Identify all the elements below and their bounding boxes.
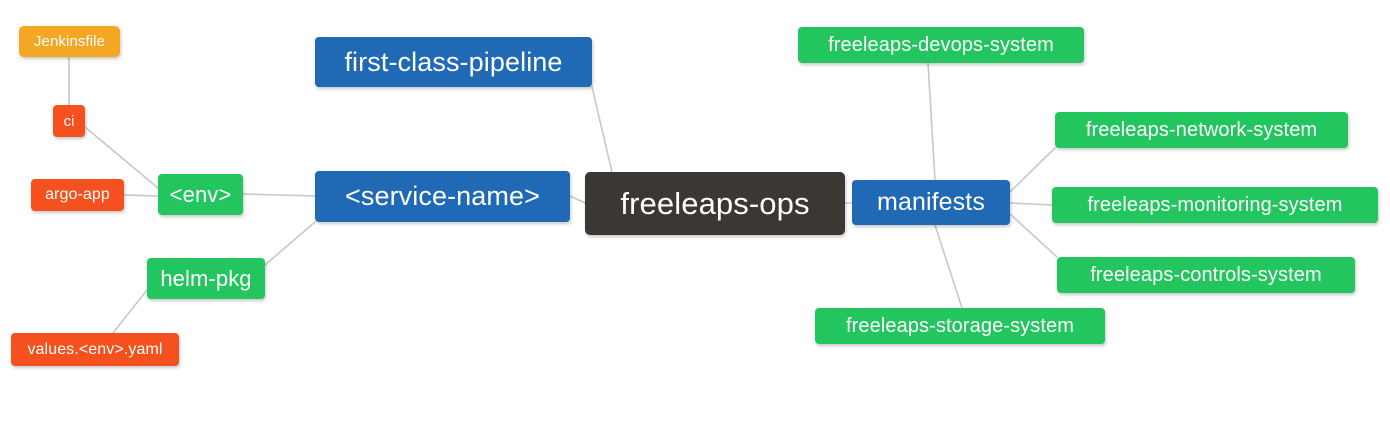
node-label-service-name: <service-name> bbox=[345, 181, 540, 211]
node-argo-app[interactable]: argo-app bbox=[31, 179, 124, 211]
node-label-helm-pkg: helm-pkg bbox=[160, 265, 252, 291]
node-env[interactable]: <env> bbox=[158, 174, 243, 215]
node-label-jenkinsfile: Jenkinsfile bbox=[33, 33, 106, 50]
node-label-freeleaps-ops: freeleaps-ops bbox=[620, 186, 810, 221]
node-freeleaps-network-system[interactable]: freeleaps-network-system bbox=[1055, 112, 1348, 148]
edge-env-to-argo-app bbox=[123, 194, 159, 197]
node-freeleaps-storage-system[interactable]: freeleaps-storage-system bbox=[815, 308, 1105, 344]
edge-service-name-to-helm-pkg bbox=[264, 221, 316, 266]
node-label-argo-app: argo-app bbox=[45, 186, 110, 203]
edge-service-name-to-env bbox=[242, 193, 316, 197]
node-manifests[interactable]: manifests bbox=[852, 180, 1010, 225]
node-label-first-class-pipeline: first-class-pipeline bbox=[344, 46, 563, 77]
node-label-freeleaps-monitoring-system: freeleaps-monitoring-system bbox=[1087, 194, 1343, 216]
node-values-env-yaml[interactable]: values.<env>.yaml bbox=[11, 333, 179, 366]
node-helm-pkg[interactable]: helm-pkg bbox=[147, 258, 265, 299]
edge-manifests-to-freeleaps-controls-system bbox=[1009, 213, 1058, 258]
node-label-freeleaps-devops-system: freeleaps-devops-system bbox=[828, 34, 1054, 56]
node-label-values-env-yaml: values.<env>.yaml bbox=[27, 340, 163, 358]
edge-manifests-to-freeleaps-storage-system bbox=[934, 224, 963, 309]
node-label-freeleaps-network-system: freeleaps-network-system bbox=[1085, 119, 1318, 141]
node-label-freeleaps-controls-system: freeleaps-controls-system bbox=[1090, 264, 1322, 286]
edge-manifests-to-freeleaps-network-system bbox=[1009, 147, 1056, 193]
edge-freeleaps-ops-to-service-name bbox=[569, 195, 586, 204]
node-freeleaps-controls-system[interactable]: freeleaps-controls-system bbox=[1057, 257, 1355, 293]
node-label-ci: ci bbox=[63, 112, 75, 130]
node-freeleaps-monitoring-system[interactable]: freeleaps-monitoring-system bbox=[1052, 187, 1378, 223]
node-service-name[interactable]: <service-name> bbox=[315, 171, 570, 222]
edge-freeleaps-ops-to-first-class-pipeline bbox=[591, 86, 613, 173]
node-jenkinsfile[interactable]: Jenkinsfile bbox=[19, 26, 120, 57]
edge-manifests-to-freeleaps-devops-system bbox=[927, 62, 936, 181]
node-freeleaps-devops-system[interactable]: freeleaps-devops-system bbox=[798, 27, 1084, 63]
node-label-env: <env> bbox=[169, 181, 232, 207]
edge-manifests-to-freeleaps-monitoring-system bbox=[1009, 202, 1053, 206]
edge-helm-pkg-to-values-env-yaml bbox=[112, 289, 148, 334]
node-freeleaps-ops[interactable]: freeleaps-ops bbox=[585, 172, 845, 235]
node-first-class-pipeline[interactable]: first-class-pipeline bbox=[315, 37, 592, 87]
node-label-manifests: manifests bbox=[877, 188, 985, 216]
node-ci[interactable]: ci bbox=[53, 105, 85, 137]
node-label-freeleaps-storage-system: freeleaps-storage-system bbox=[845, 315, 1075, 337]
